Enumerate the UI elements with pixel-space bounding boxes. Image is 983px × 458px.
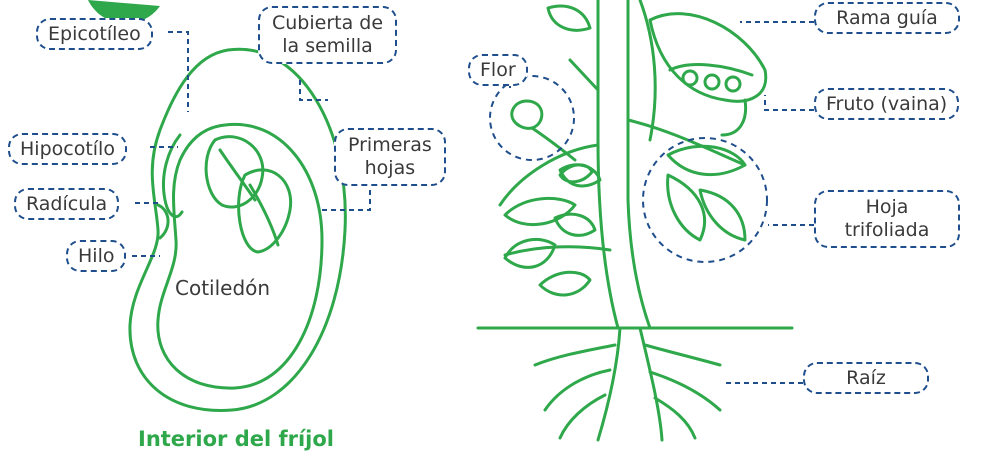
label-fruto-text: Fruto (vaina) xyxy=(826,93,948,115)
cotyledon-outline xyxy=(156,122,324,390)
label-flor: Flor xyxy=(468,54,528,86)
branch-left-1 xyxy=(568,58,600,92)
trifoliate-leaf-3 xyxy=(698,188,747,242)
root-right-1 xyxy=(643,343,722,367)
root-main xyxy=(596,326,622,442)
hilum-notch xyxy=(156,203,170,240)
lean-stem xyxy=(638,0,657,142)
seed-caption-text: Interior del fríjol xyxy=(138,427,334,451)
label-raiz: Raíz xyxy=(803,362,929,394)
root-main-2 xyxy=(638,326,664,442)
label-flor-text: Flor xyxy=(480,59,516,81)
leaf-left-4 xyxy=(538,270,592,297)
label-raiz-text: Raíz xyxy=(846,367,886,389)
flower-stem xyxy=(530,126,577,162)
connector-epicotileo xyxy=(168,31,189,112)
flower-callout-circle xyxy=(489,75,575,161)
connector-primeras xyxy=(320,190,371,211)
label-primeras-line2: hojas xyxy=(364,157,416,179)
root-right-2 xyxy=(648,370,722,412)
connector-fruto xyxy=(764,95,814,111)
embryo-vein-1 xyxy=(218,148,257,202)
seed-coat-outline xyxy=(128,47,347,412)
label-cubierta-line1: Cubierta de xyxy=(272,12,384,34)
label-cubierta-line2: la semilla xyxy=(282,35,373,57)
embryo-vein-2 xyxy=(248,183,280,247)
label-hilo: Hilo xyxy=(66,240,127,272)
flower-shape xyxy=(510,99,544,130)
connector-cubierta xyxy=(299,80,328,101)
second-stem xyxy=(626,0,652,330)
label-hoja-line1: Hoja xyxy=(865,196,909,218)
pod-inner xyxy=(668,63,754,77)
label-rama-guia-text: Rama guía xyxy=(836,7,938,29)
pod-bean-2 xyxy=(703,73,721,91)
branch-left-3 xyxy=(503,245,612,257)
pod-bean-3 xyxy=(724,75,742,93)
leaf-left-1 xyxy=(503,196,577,227)
trifoliate-callout-circle xyxy=(642,137,768,263)
seed-caption: Interior del fríjol xyxy=(138,426,334,452)
pod-stalk xyxy=(720,98,748,137)
root-left-3 xyxy=(558,393,607,440)
leaf-left-3 xyxy=(503,237,557,269)
label-hoja-trifoliada: Hoja trifoliada xyxy=(814,190,960,248)
label-epicotileo-text: Epicotíleo xyxy=(48,23,141,45)
label-rama-guia: Rama guía xyxy=(814,2,960,34)
pod-outer xyxy=(648,12,768,103)
trifoliate-leaf-2 xyxy=(666,173,706,242)
label-radicula: Radícula xyxy=(14,188,120,220)
embryo-leaf-2 xyxy=(237,168,293,254)
label-cubierta-semilla: Cubierta de la semilla xyxy=(258,6,398,64)
label-fruto-vaina: Fruto (vaina) xyxy=(814,88,960,120)
label-cotiledon: Cotiledón xyxy=(175,276,270,300)
label-hoja-line2: trifoliada xyxy=(844,219,930,241)
branch-left-2 xyxy=(498,143,600,207)
main-stem xyxy=(596,0,620,330)
leaf-left-5 xyxy=(553,212,597,237)
leaf-top-left xyxy=(546,4,592,32)
root-left-2 xyxy=(543,368,612,412)
root-right-3 xyxy=(653,396,697,440)
branch-right-1 xyxy=(626,118,747,167)
pod-bean-1 xyxy=(681,69,699,87)
trifoliate-leaf-1 xyxy=(666,144,747,177)
flower-small-leaf xyxy=(558,163,594,184)
radicle-shape xyxy=(161,133,184,219)
label-cotiledon-text: Cotiledón xyxy=(175,276,271,300)
label-hipocotilo-text: Hipocotílo xyxy=(20,138,115,160)
label-epicotileo: Epicotíleo xyxy=(36,18,153,50)
corner-circle xyxy=(88,0,160,24)
label-hipocotilo: Hipocotílo xyxy=(8,133,127,165)
label-radicula-text: Radícula xyxy=(26,193,108,215)
label-hilo-text: Hilo xyxy=(78,245,115,267)
label-primeras-line1: Primeras xyxy=(348,134,432,156)
root-left-1 xyxy=(533,343,617,367)
label-primeras-hojas: Primeras hojas xyxy=(334,128,446,186)
embryo-leaf-1 xyxy=(204,135,265,209)
